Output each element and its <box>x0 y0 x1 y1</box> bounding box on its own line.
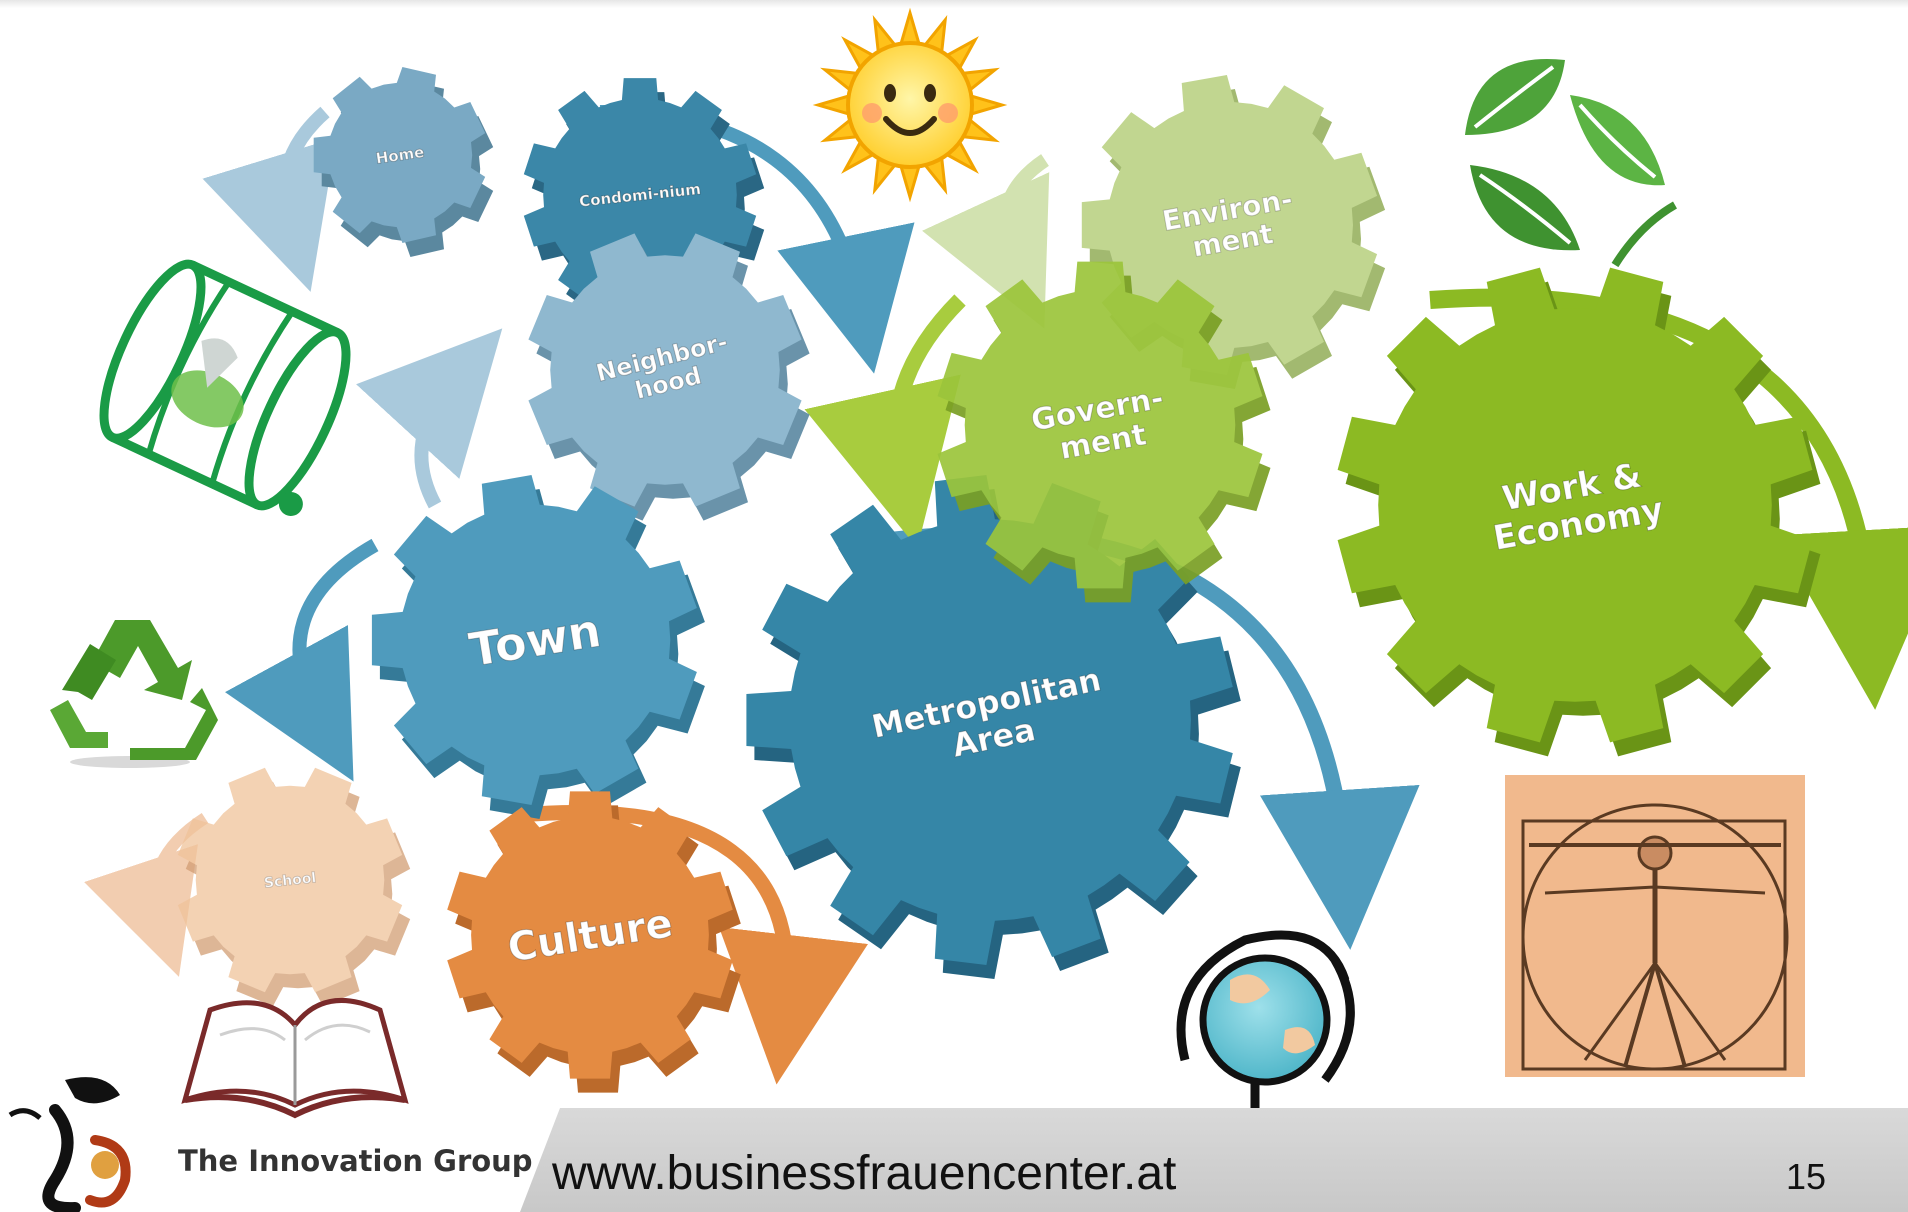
open-book-icon <box>181 997 409 1119</box>
sun-icon <box>812 7 1008 203</box>
gears-layer: HomeCondomi-niumNeighbor-hoodTownMetropo… <box>177 67 1821 1093</box>
gear-home-face <box>313 67 486 243</box>
gear-town-face <box>371 475 697 805</box>
leaves-icon <box>1465 58 1678 268</box>
sun-ray <box>898 162 922 203</box>
gear-environment-face <box>1081 75 1378 375</box>
sun-ray <box>812 93 853 117</box>
gear-neighborhood-face <box>528 233 802 507</box>
gear-government-label: Govern-ment <box>1028 381 1172 471</box>
gear-school: School <box>177 767 411 1007</box>
gear-neighborhood: Neighbor-hood <box>528 233 810 521</box>
sun-ray <box>898 7 922 48</box>
gear-government-face <box>937 261 1263 589</box>
gear-culture-face <box>447 791 733 1079</box>
gear-culture: Culture <box>447 791 741 1093</box>
page-number: 15 <box>1786 1156 1827 1197</box>
arrow-home <box>202 106 337 292</box>
recycle-icon <box>50 620 218 768</box>
top-edge-shadow <box>0 0 1908 8</box>
arrow-government <box>804 294 966 549</box>
arrow-environment <box>922 154 1050 329</box>
footer-band <box>520 1108 1908 1212</box>
fuel-barrel-icon <box>99 259 351 516</box>
gear-school-label: School <box>263 870 317 891</box>
gear-town: Town <box>371 475 705 819</box>
gear-environment-label: Environ-ment <box>1160 182 1301 268</box>
company-name: The Innovation Group <box>178 1144 533 1178</box>
arrow-neighborhood <box>356 328 503 509</box>
vitruvian-man-image <box>1505 775 1805 1077</box>
gear-work-economy: Work &Economy <box>1337 267 1821 757</box>
company-logo <box>8 1077 131 1212</box>
gear-government: Govern-ment <box>937 261 1271 603</box>
gear-school-face <box>177 767 403 993</box>
gear-home: Home <box>313 67 494 257</box>
sun-ray <box>967 93 1008 117</box>
gear-work-economy-face <box>1337 267 1813 743</box>
footer-website-link[interactable]: www.businessfrauencenter.at <box>552 1147 1177 1200</box>
arrow-town <box>225 538 379 782</box>
